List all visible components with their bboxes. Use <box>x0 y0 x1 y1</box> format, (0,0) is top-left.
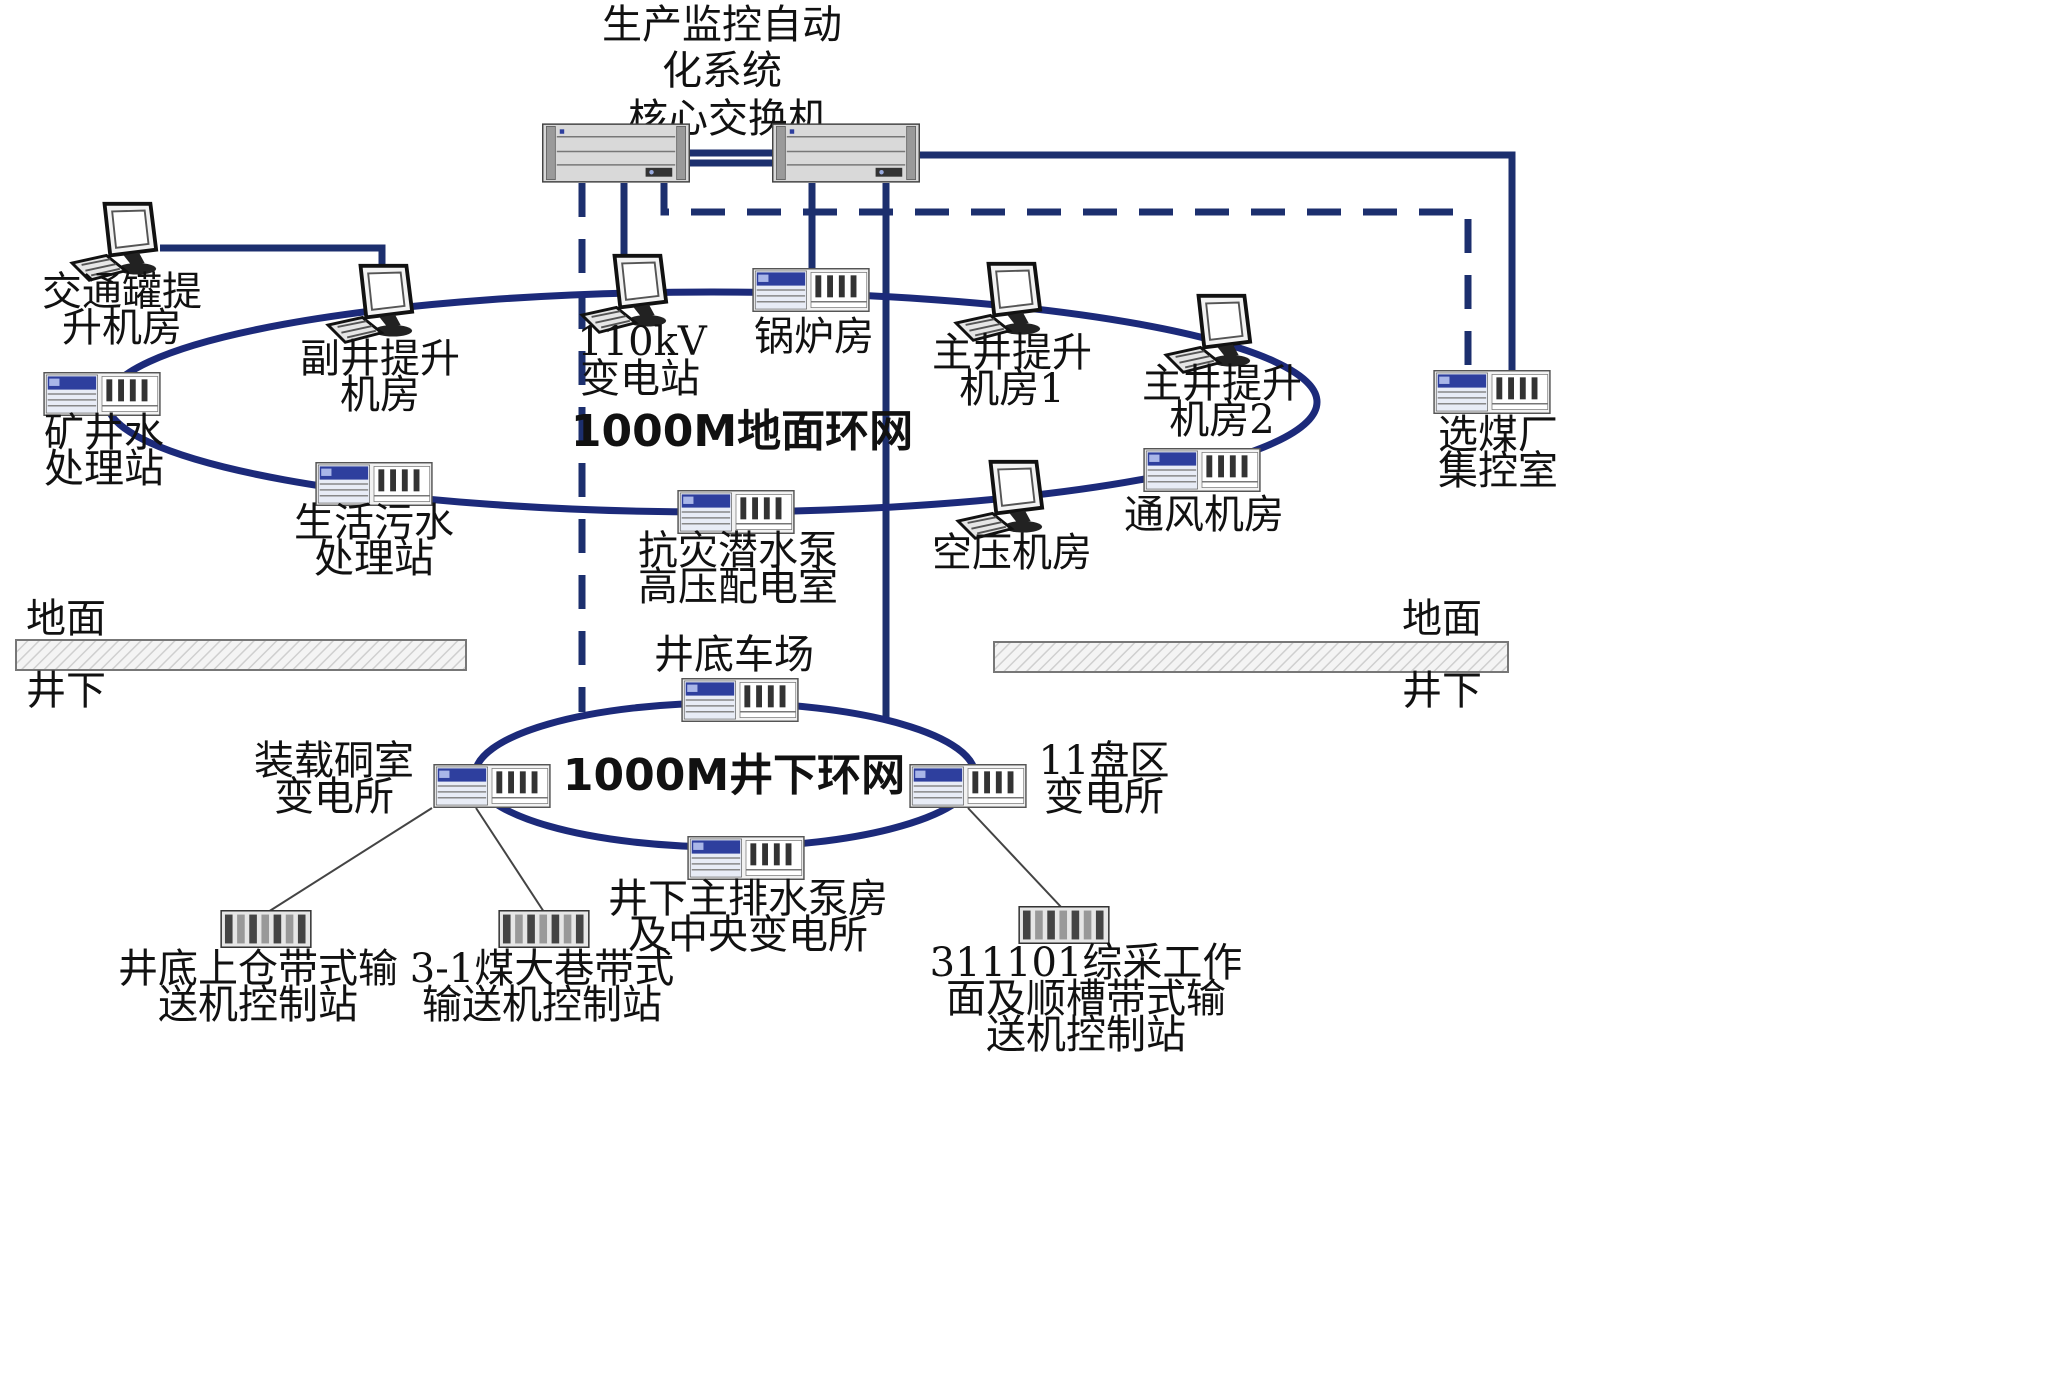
conveyor-station-a-label-1: 井底上仓带式输 <box>118 946 398 992</box>
conveyor-station-b-cabinet-icon <box>498 910 590 948</box>
mine-water-device-icon <box>43 372 161 416</box>
ventilation-label: 通风机房 <box>1124 492 1284 538</box>
ground-right-below: 井下 <box>1402 668 1482 714</box>
core-title-line1: 生产监控自动 <box>602 2 842 48</box>
panel-11-device-icon <box>909 764 1027 808</box>
pump-power-label-2: 高压配电室 <box>638 564 838 610</box>
main-drainage-device-icon <box>687 836 805 880</box>
core-switch-right <box>772 123 920 183</box>
conveyor-station-a-label-2: 送机控制站 <box>158 982 358 1028</box>
loading-substation-label-2: 变电所 <box>274 774 394 820</box>
main-shaft-hoist-1-label-2: 机房1 <box>959 366 1064 412</box>
mine-water-label-1: 矿井水 <box>44 410 164 456</box>
coal-prep-label-1: 选煤厂 <box>1438 412 1558 458</box>
dashed-link-coal-prep <box>660 183 1472 370</box>
ground-bar-left <box>15 639 467 671</box>
shaft-yard-label: 井底车场 <box>654 632 814 678</box>
main-shaft-hoist-2-label-2: 机房2 <box>1169 397 1274 443</box>
substation-110kv-label-1: 110kV <box>577 319 708 365</box>
conveyor-station-c-label-3: 送机控制站 <box>986 1012 1186 1058</box>
panel-11-label-2: 变电所 <box>1044 774 1164 820</box>
main-shaft-hoist-1-label-1: 主井提升 <box>932 330 1092 376</box>
pump-power-label-1: 抗灾潜水泵 <box>638 528 838 574</box>
conveyor-station-c-label-1: 311101综采工作 <box>930 940 1243 986</box>
substation-110kv-label-2: 变电站 <box>580 356 700 402</box>
core-switch-left <box>542 123 690 183</box>
coal-prep-device-icon <box>1433 370 1551 414</box>
shaft-yard-device-icon <box>681 678 799 722</box>
aux-shaft-hoist-pc-icon <box>326 263 415 345</box>
ground-left-above: 地面 <box>26 596 106 642</box>
pump-power-device-icon <box>677 490 795 534</box>
ground-left-below: 井下 <box>26 668 106 714</box>
mine-water-label-2: 处理站 <box>44 446 164 492</box>
conveyor-station-a-cabinet-icon <box>220 910 312 948</box>
loading-substation-device-icon <box>433 764 551 808</box>
boiler-room-device-icon <box>752 268 870 312</box>
conveyor-station-b-label-2: 输送机控制站 <box>422 982 662 1028</box>
core-title-line2: 化系统 <box>662 48 782 94</box>
main-drainage-label-2: 及中央变电所 <box>628 912 868 958</box>
conveyor-station-c-cabinet-icon <box>1018 906 1110 944</box>
panel-11-label-1: 11盘区 <box>1039 738 1170 784</box>
ground-right-above: 地面 <box>1402 596 1482 642</box>
surface-ring <box>103 288 1321 516</box>
main-shaft-hoist-2-label-1: 主井提升 <box>1142 361 1302 407</box>
main-drainage-label-1: 井下主排水泵房 <box>608 876 888 922</box>
connector-station-c <box>967 807 1063 909</box>
boiler-room-label: 锅炉房 <box>754 314 874 360</box>
sewage-device-icon <box>315 462 433 506</box>
connector-station-a <box>267 807 433 913</box>
surface-ring-label: 1000M地面环网 <box>571 406 913 457</box>
aux-shaft-hoist-label-1: 副井提升 <box>300 336 460 382</box>
loading-substation-label-1: 装载硐室 <box>254 738 414 784</box>
sewage-label-1: 生活污水 <box>294 500 454 546</box>
underground-ring-label: 1000M井下环网 <box>563 750 905 801</box>
ventilation-device-icon <box>1143 448 1261 492</box>
traffic-hoist-label-1: 交通罐提 <box>42 269 202 315</box>
coal-prep-label-2: 集控室 <box>1438 448 1558 494</box>
traffic-hoist-label-2: 升机房 <box>62 305 182 351</box>
compressor-label: 空压机房 <box>932 530 1092 576</box>
ground-bar-right <box>993 641 1509 673</box>
connector-station-b <box>475 807 545 913</box>
conveyor-station-c-label-2: 面及顺槽带式输 <box>946 976 1226 1022</box>
link-coal-prep <box>918 151 1516 370</box>
sewage-label-2: 处理站 <box>314 536 434 582</box>
aux-shaft-hoist-label-2: 机房 <box>340 372 420 418</box>
conveyor-station-b-label-1: 3-1煤大巷带式 <box>410 946 674 992</box>
